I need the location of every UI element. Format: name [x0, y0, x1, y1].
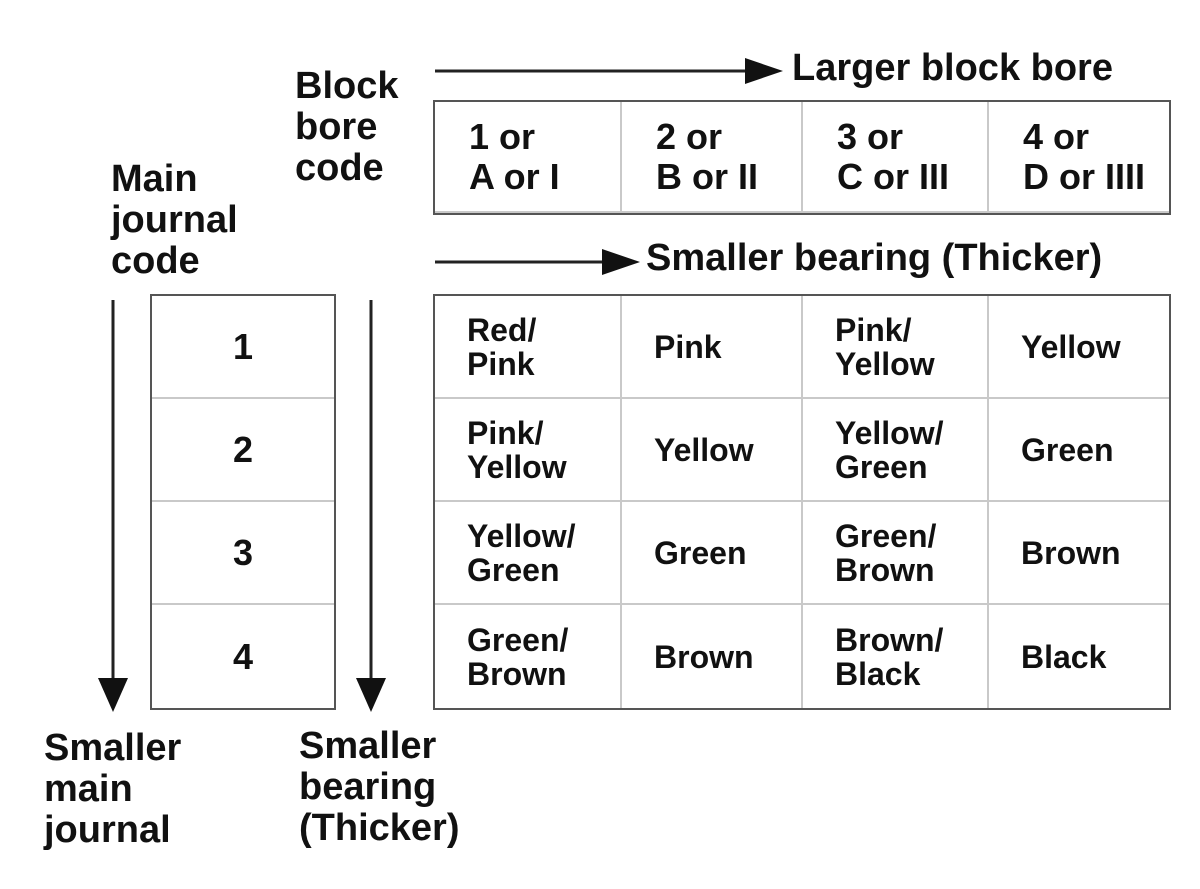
larger-block-bore-label: Larger block bore	[792, 47, 1113, 89]
smaller-bearing-top-label: Smaller bearing (Thicker)	[646, 237, 1103, 279]
bore-code-cell: 1 or A or I	[435, 102, 622, 213]
bearing-color-cell: Yellow/ Green	[803, 399, 989, 502]
bore-code-cell: 4 or D or IIII	[989, 102, 1169, 213]
bearing-color-cell: Yellow	[989, 296, 1169, 399]
arrow-smaller-main-journal	[98, 300, 128, 712]
journal-code-cell: 2	[152, 399, 334, 502]
bearing-color-cell: Red/ Pink	[435, 296, 622, 399]
arrow-smaller-bearing-vertical	[356, 300, 386, 712]
bearing-color-cell: Brown/ Black	[803, 605, 989, 708]
main-journal-code-table: 1 2 3 4	[150, 294, 336, 710]
journal-code-cell: 1	[152, 296, 334, 399]
main-journal-code-label: Main journal code	[111, 158, 238, 282]
bearing-color-cell: Green/ Brown	[435, 605, 622, 708]
journal-code-cell: 4	[232, 635, 254, 677]
bearing-color-cell: Pink	[622, 296, 803, 399]
bearing-color-table: Red/ Pink Pink Pink/ Yellow Yellow Pink/…	[433, 294, 1171, 710]
bore-code-cell: 2 or B or II	[622, 102, 803, 213]
arrow-larger-block-bore	[435, 58, 783, 84]
bearing-color-cell: Black	[1021, 638, 1107, 675]
bearing-color-cell: Brown	[989, 502, 1169, 605]
bearing-color-cell: Pink/ Yellow	[803, 296, 989, 399]
bearing-color-cell: Green	[989, 399, 1169, 502]
bore-code-cell: 3 or C or III	[803, 102, 989, 213]
smaller-bearing-bottom-label: Smaller bearing (Thicker)	[299, 725, 460, 849]
block-bore-code-label: Block bore code	[295, 65, 399, 189]
block-bore-code-table: 1 or A or I 2 or B or II 3 or C or III 4…	[433, 100, 1171, 215]
smaller-main-journal-label: Smaller main journal	[44, 727, 182, 851]
bearing-color-cell: Brown	[622, 605, 803, 708]
journal-code-cell: 3	[152, 502, 334, 605]
arrow-smaller-bearing-horizontal	[435, 249, 640, 275]
bearing-color-cell: Green	[622, 502, 803, 605]
bearing-color-cell: Pink/ Yellow	[435, 399, 622, 502]
bearing-color-cell: Yellow	[622, 399, 803, 502]
bearing-color-cell: Yellow/ Green	[435, 502, 622, 605]
bearing-color-cell: Green/ Brown	[803, 502, 989, 605]
